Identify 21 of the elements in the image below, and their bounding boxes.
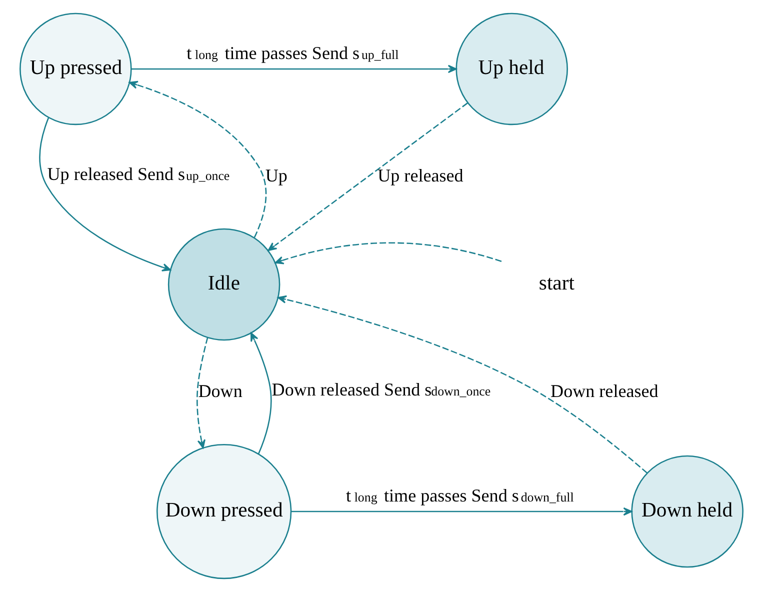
arrow — [196, 337, 208, 448]
arrow — [291, 507, 632, 516]
node-circle: Up held — [456, 12, 568, 126]
arrow — [268, 102, 468, 251]
edge-label: Down released Send sdown_once — [272, 380, 491, 400]
edge-label: Down released — [550, 381, 658, 402]
arrow — [278, 295, 648, 474]
arrow — [131, 64, 457, 74]
node-circle: Idle — [168, 228, 280, 341]
edge-label: Down — [198, 381, 242, 402]
node-circle: Down pressed — [156, 444, 292, 580]
arrow — [128, 80, 267, 238]
arrow — [250, 332, 272, 454]
node-text: start — [538, 272, 574, 294]
arrow — [39, 118, 171, 272]
edge-label: Up released Send sup_once — [47, 164, 230, 184]
node-circle: Down held — [631, 455, 744, 568]
node-circle: Up pressed — [20, 12, 132, 126]
edge-label: Up — [265, 165, 288, 186]
arrow — [274, 242, 502, 264]
edge-label: Up released — [378, 165, 464, 186]
